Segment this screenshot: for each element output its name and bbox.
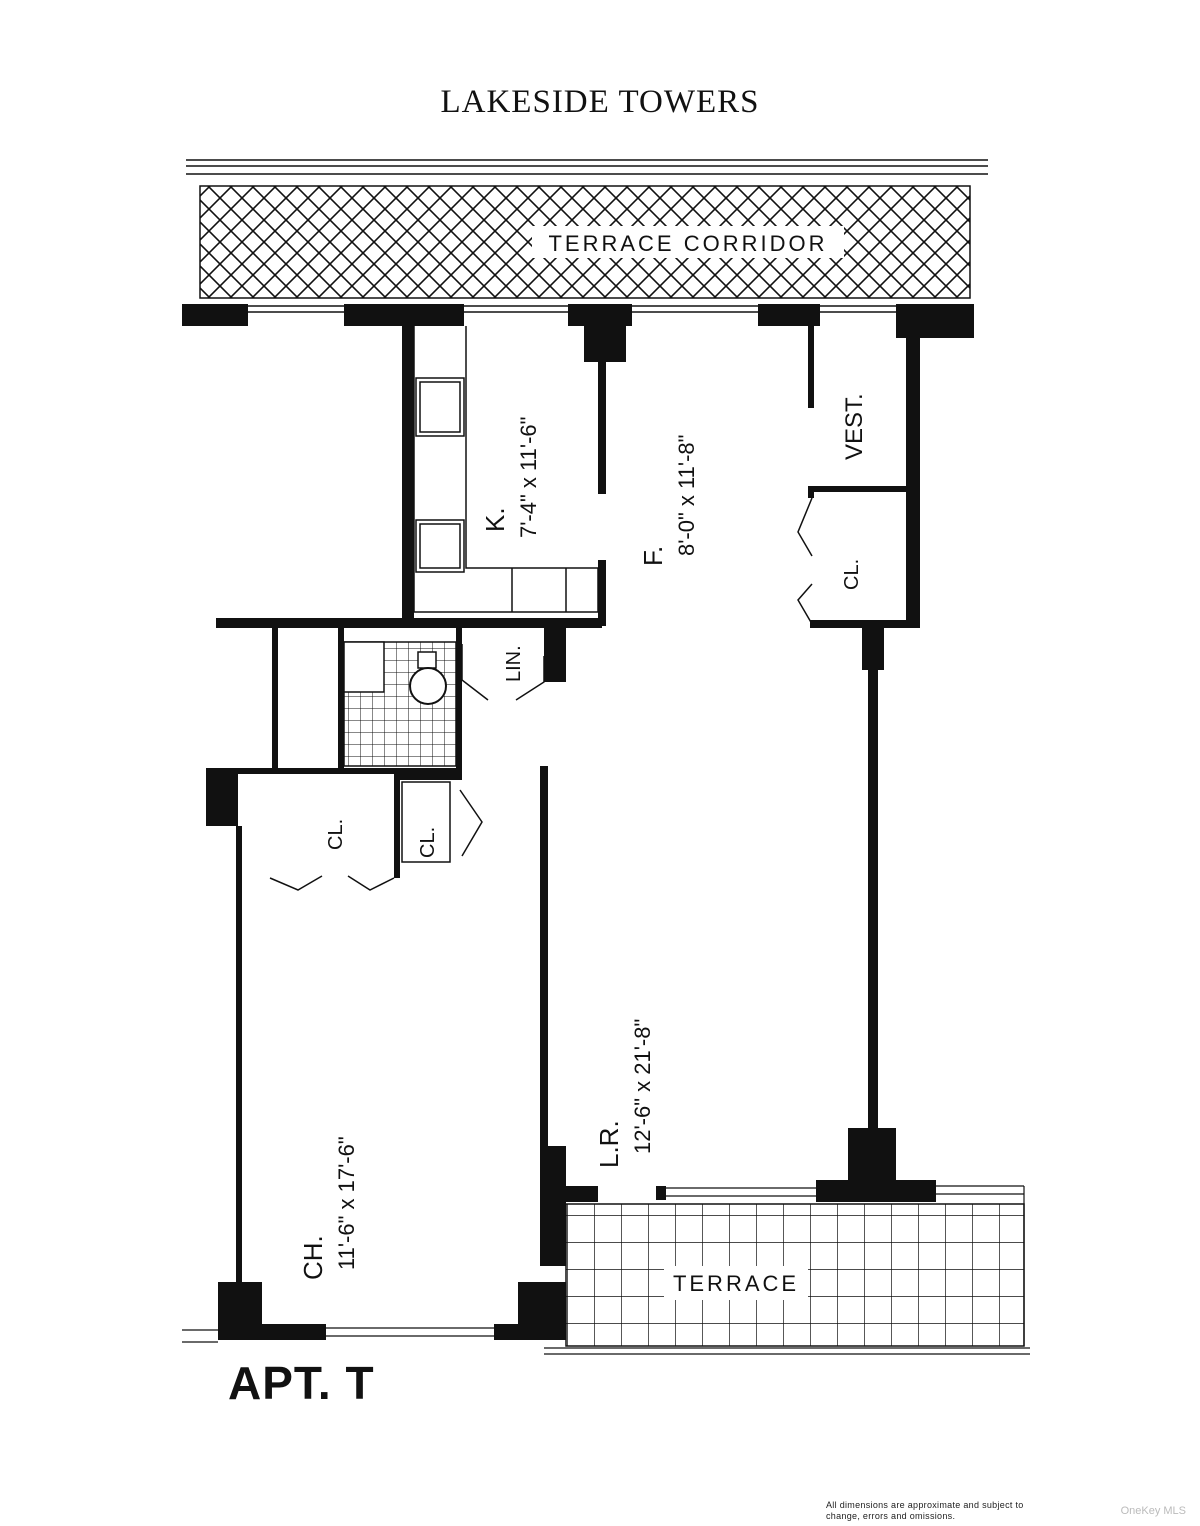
building-title: LAKESIDE TOWERS: [440, 84, 760, 120]
hall-closet-label: CL.: [417, 827, 439, 858]
north-wall: [182, 304, 974, 362]
vestibule: VEST. CL.: [797, 393, 868, 625]
terrace-corridor: TERRACE CORRIDOR: [186, 159, 988, 299]
disclaimer-note: All dimensions are approximate and subje…: [826, 1500, 1024, 1521]
terrace-corridor-label: TERRACE CORRIDOR: [548, 231, 827, 256]
interior-walls: [206, 326, 936, 1340]
window-lines: [182, 680, 1030, 1355]
foyer-name: F.: [638, 546, 668, 566]
vest-closet-label: CL.: [841, 559, 863, 590]
watermark: OneKey MLS: [1120, 1505, 1186, 1517]
chamber-closets: CL. CL.: [269, 781, 483, 891]
living-room-size: 12'-6" x 21'-8": [630, 1019, 655, 1154]
linen-label: LIN.: [503, 645, 525, 682]
kitchen: K. 7'-4" x 11'-6": [413, 326, 599, 613]
kitchen-name: K.: [480, 507, 510, 532]
foyer: F. 8'-0" x 11'-8": [638, 435, 699, 566]
living-room-name: L.R.: [594, 1120, 624, 1168]
chamber-closet-label: CL.: [325, 819, 347, 850]
bathroom: [343, 641, 457, 767]
terrace: TERRACE: [565, 1203, 1025, 1347]
linen-closet: LIN.: [461, 644, 545, 701]
terrace-label: TERRACE: [673, 1271, 799, 1296]
unit-label: APT. T: [228, 1357, 375, 1409]
living-room: L.R. 12'-6" x 21'-8": [594, 1019, 655, 1168]
vestibule-label: VEST.: [841, 393, 868, 460]
chamber-name: CH.: [298, 1235, 328, 1280]
chamber: CH. 11'-6" x 17'-6": [298, 1136, 359, 1280]
kitchen-size: 7'-4" x 11'-6": [516, 417, 541, 538]
chamber-size: 11'-6" x 17'-6": [334, 1136, 359, 1270]
foyer-size: 8'-0" x 11'-8": [674, 435, 699, 556]
